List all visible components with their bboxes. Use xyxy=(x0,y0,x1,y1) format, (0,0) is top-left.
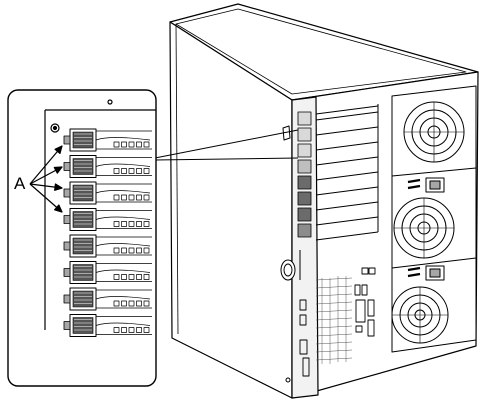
inset-detail-view xyxy=(8,90,156,386)
fan-middle xyxy=(394,198,454,258)
slot-indicator-2 xyxy=(298,128,311,141)
fan-top xyxy=(404,102,464,162)
server-chassis xyxy=(170,4,478,398)
slot-indicator-6 xyxy=(298,192,311,205)
callout-label-a: A xyxy=(14,174,26,193)
chassis-rear-face xyxy=(292,72,478,398)
slot-indicator-8 xyxy=(298,224,311,237)
chassis-lock xyxy=(281,260,295,280)
fan-bottom xyxy=(392,287,448,343)
rear-bezel-strip xyxy=(292,97,318,398)
slot-indicator-1 xyxy=(298,112,311,125)
slot-indicator-3 xyxy=(298,144,311,157)
slot-indicator-7 xyxy=(298,208,311,221)
slot-indicator-5 xyxy=(298,176,311,189)
slot-indicator-4 xyxy=(298,160,311,173)
